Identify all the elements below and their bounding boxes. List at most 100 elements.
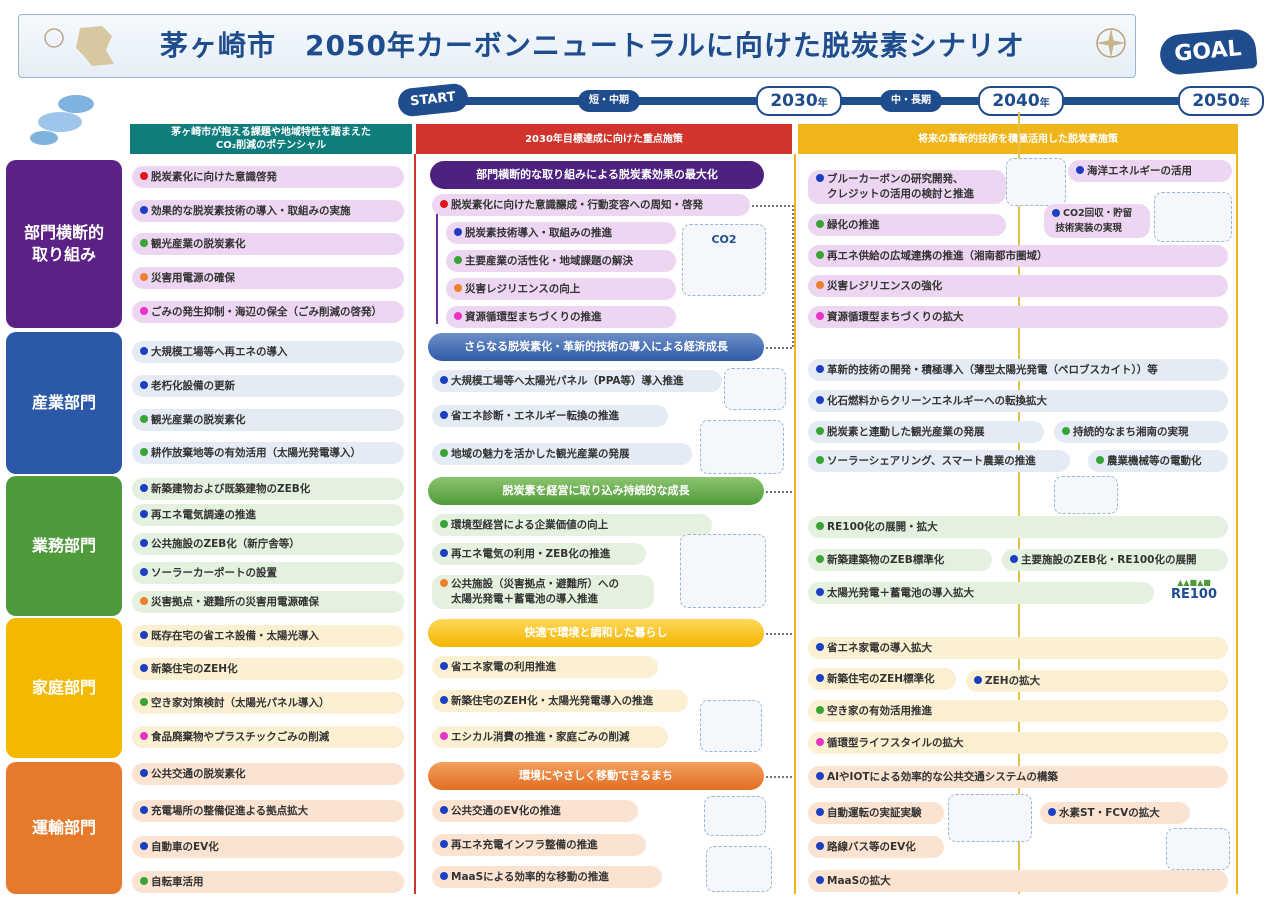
list-item: 脱炭素化に向けた意識醸成・行動変容への周知・啓発 <box>432 194 750 216</box>
bullet-icon <box>440 549 448 557</box>
solar-panel-illustration <box>724 368 786 410</box>
item-text: ソーラーシェアリング、スマート農業の推進 <box>827 455 1036 467</box>
list-item: 公共交通のEV化の推進 <box>432 800 638 822</box>
item-text: 脱炭素技術導入・取組みの推進 <box>465 227 612 239</box>
co2-label: CO2 <box>711 233 737 246</box>
re100-label: RE100 <box>1170 587 1218 602</box>
item-text: 再エネ電気の利用・ZEB化の推進 <box>451 548 611 560</box>
list-item: AIやIOTによる効率的な公共交通システムの構築 <box>808 766 1228 788</box>
bullet-icon <box>816 842 824 850</box>
item-text: 再エネ供給の広域連携の推進（湘南都市圏域） <box>827 250 1048 262</box>
item-text: ごみの発生抑制・海辺の保全（ごみ削減の啓発） <box>151 306 382 318</box>
list-item: 耕作放棄地等の有効活用（太陽光発電導入） <box>132 442 404 464</box>
list-item: 脱炭素と連動した観光産業の発展 <box>808 421 1044 443</box>
connector-dots <box>766 633 792 635</box>
bullet-icon <box>816 396 824 404</box>
list-item: 水素ST・FCVの拡大 <box>1040 802 1190 824</box>
seaweed-co2-illustration <box>1006 158 1066 206</box>
bullet-icon <box>816 808 824 816</box>
bracket-line <box>436 214 446 324</box>
bullet-icon <box>440 200 448 208</box>
item-text: 太陽光発電＋蓄電池の導入推進 <box>450 593 598 605</box>
list-item: 再エネ電気の利用・ZEB化の推進 <box>432 543 646 565</box>
item-text: 革新的技術の開発・積極導入（薄型太陽光発電（ペロブスカイト））等 <box>827 364 1158 376</box>
item-text: 公共施設（災害拠点・避難所）への <box>451 578 619 590</box>
item-text: エシカル消費の推進・家庭ごみの削減 <box>451 731 630 743</box>
item-text: 公共交通の脱炭素化 <box>151 768 246 780</box>
list-item: 空き家対策検討（太陽光パネル導入） <box>132 692 404 714</box>
list-item: CO2回収・貯留 技術実装の実現 <box>1044 204 1150 238</box>
bullet-icon <box>440 520 448 528</box>
bullet-icon <box>140 206 148 214</box>
list-item: 脱炭素技術導入・取組みの推進 <box>446 222 676 244</box>
item-text: 災害用電源の確保 <box>151 272 235 284</box>
item-text: 災害拠点・避難所の災害用電源確保 <box>151 596 319 608</box>
bullet-icon <box>816 174 824 182</box>
bullet-icon <box>440 662 448 670</box>
list-item: 老朽化設備の更新 <box>132 375 404 397</box>
mid-pill-home: 快適で環境と調和した暮らし <box>428 619 764 647</box>
item-text: 自動運転の実証実験 <box>827 807 922 819</box>
list-item: 資源循環型まちづくりの推進 <box>446 306 676 328</box>
list-item: 公共交通の脱炭素化 <box>132 763 404 785</box>
year-2030: 2030年 <box>756 86 842 116</box>
list-item: 公共施設（災害拠点・避難所）への 太陽光発電＋蓄電池の導入推進 <box>432 575 654 609</box>
bullet-icon <box>454 284 462 292</box>
item-text: MaaSによる効率的な移動の推進 <box>451 871 609 883</box>
bullet-icon <box>816 555 824 563</box>
bullet-icon <box>816 427 824 435</box>
bullet-icon <box>1052 208 1060 217</box>
list-item: 大規模工場等へ再エネの導入 <box>132 341 404 363</box>
recycle-illustration <box>700 700 762 752</box>
bullet-icon <box>140 172 148 180</box>
item-text: 資源循環型まちづくりの推進 <box>465 311 602 323</box>
section-industry: 産業部門 <box>6 332 122 474</box>
bullet-icon <box>140 448 148 456</box>
list-item: 脱炭素化に向けた意識啓発 <box>132 166 404 188</box>
section-transport: 運輸部門 <box>6 762 122 894</box>
year-suffix: 年 <box>1239 98 1250 109</box>
list-item: 既存在宅の省エネ設備・太陽光導入 <box>132 625 404 647</box>
list-item: 観光産業の脱炭素化 <box>132 409 404 431</box>
item-text: 食品廃棄物やプラスチックごみの削減 <box>151 731 330 743</box>
bullet-icon <box>1062 427 1070 435</box>
item-text: 空き家対策検討（太陽光パネル導入） <box>151 697 330 709</box>
list-item: 路線バス等のEV化 <box>808 836 944 858</box>
bullet-icon <box>140 664 148 672</box>
bullet-icon <box>440 732 448 740</box>
item-text: 新築住宅のZEH化・太陽光発電導入の推進 <box>451 695 654 707</box>
list-item: MaaSの拡大 <box>808 870 1228 892</box>
list-item: 海洋エネルギーの活用 <box>1068 160 1232 182</box>
item-text: ZEHの拡大 <box>985 675 1041 687</box>
list-item: RE100化の展開・拡大 <box>808 516 1228 538</box>
bullet-icon <box>440 411 448 419</box>
bicycle-illustration <box>706 846 772 892</box>
item-text: MaaSの拡大 <box>827 875 891 887</box>
mid-pill-transport: 環境にやさしく移動できるまち <box>428 762 764 790</box>
list-item: 効果的な脱炭素技術の導入・取組みの実施 <box>132 200 404 222</box>
bullet-icon <box>440 376 448 384</box>
list-item: 新築建築物のZEB標準化 <box>808 549 992 571</box>
item-text: 省エネ家電の利用推進 <box>451 661 556 673</box>
bullet-icon <box>816 251 824 259</box>
list-item: 革新的技術の開発・積極導入（薄型太陽光発電（ペロブスカイト））等 <box>808 359 1228 381</box>
list-item: 再エネ電気調達の推進 <box>132 504 404 526</box>
bullet-icon <box>816 772 824 780</box>
item-text: CO2回収・貯留 <box>1063 208 1133 219</box>
bullet-icon <box>816 643 824 651</box>
list-item: 省エネ診断・エネルギー転換の推進 <box>432 405 668 427</box>
bullet-icon <box>140 769 148 777</box>
mid-column-header: 2030年目標達成に向けた重点施策 <box>416 124 792 154</box>
list-item: 充電場所の整備促進よる拠点拡大 <box>132 800 404 822</box>
item-text: 路線バス等のEV化 <box>827 841 916 853</box>
bullet-icon <box>440 579 448 587</box>
list-item: 化石燃料からクリーンエネルギーへの転換拡大 <box>808 390 1228 412</box>
bullet-icon <box>140 510 148 518</box>
list-item: 大規模工場等へ太陽光パネル（PPA等）導入推進 <box>432 370 722 392</box>
list-item: 食品廃棄物やプラスチックごみの削減 <box>132 726 404 748</box>
section-business: 業務部門 <box>6 476 122 616</box>
left-header-line2: CO₂削減のポテンシャル <box>215 140 327 151</box>
list-item: 農業機械等の電動化 <box>1088 450 1228 472</box>
list-item: 新築建物および既築建物のZEB化 <box>132 478 404 500</box>
list-item: 太陽光発電＋蓄電池の導入拡大 <box>808 582 1154 604</box>
